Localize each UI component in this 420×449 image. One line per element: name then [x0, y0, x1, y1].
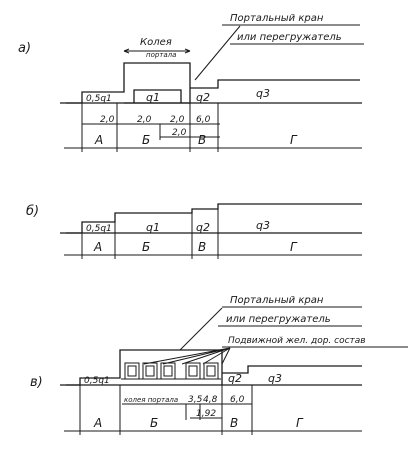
figure-a-gauge-line1: Колея: [140, 37, 172, 48]
figure-c-q0: 0,5q1: [84, 376, 110, 386]
figure-b-zone-v: В: [198, 240, 206, 254]
figure-c-dim-1: 3,5: [188, 395, 203, 405]
figure-a-dim-1: 2,0: [100, 115, 115, 125]
figure-c-gauge-label: колея портала: [124, 396, 178, 404]
wagon-icon: [124, 362, 140, 380]
figure-a-zone-a: А: [94, 133, 103, 147]
figure-b-zone-g: Г: [290, 240, 298, 254]
figure-b-q0: 0,5q1: [86, 224, 112, 234]
wagon-icon: [142, 362, 158, 380]
figure-b-zone-ticks: [81, 233, 219, 259]
figure-c-dim-4: 6,0: [230, 395, 245, 405]
figure-a-callout-line2: или перегружатель: [237, 32, 342, 43]
figure-b-zone-b: Б: [142, 240, 150, 254]
figure-c-wagons: [121, 362, 221, 380]
figure-c-zone-v: В: [230, 416, 238, 430]
wagon-window: [188, 365, 198, 377]
figure-c-zone-a: А: [93, 416, 102, 430]
figure-a-dim-4: 2,0: [172, 128, 187, 138]
figure-c-rear-load: [222, 365, 362, 374]
figure-c-callout-leader: [179, 307, 223, 351]
figure-a-letter: а): [18, 41, 31, 56]
figure-c-dim-2: 4,8: [203, 395, 218, 405]
figure-a-portal-frame: [66, 62, 191, 104]
figure-a-q0: 0,5q1: [86, 94, 112, 104]
figure-a-callout-leader: [194, 25, 241, 81]
figure-b-q2: q2: [196, 221, 210, 234]
figure-a: а) Портальный кран или перегружатель Кол…: [18, 13, 364, 152]
figure-a-zone-g: Г: [290, 133, 298, 147]
figure-a-gauge-arrows: [123, 48, 191, 54]
wagon-window: [127, 365, 137, 377]
figure-a-gauge-line2: портала: [146, 51, 176, 59]
figure-c-zone-b: Б: [150, 416, 158, 430]
figure-a-dim-2: 2,0: [137, 115, 152, 125]
figure-a-zone-v: В: [198, 133, 206, 147]
figure-b-letter: б): [26, 204, 39, 219]
figure-c-zone-g: Г: [296, 416, 304, 430]
figure-a-q1: q1: [146, 91, 160, 104]
figure-c-rolling-stock: Подвижной жел. дор. состав: [228, 336, 366, 346]
figure-c-callout-line2: или перегружатель: [226, 314, 331, 325]
wagon-window: [163, 365, 173, 377]
figure-c-callout-line1: Портальный кран: [230, 295, 324, 306]
figure-c-q3: q3: [268, 372, 282, 385]
figure-b-load-verticals: [81, 204, 219, 233]
figure-a-zone-b: Б: [142, 133, 150, 147]
figure-a-q2: q2: [196, 91, 210, 104]
wagon-icon: [203, 362, 219, 380]
figure-b-q3: q3: [256, 219, 270, 232]
figure-c: в) Портальный кран или перегружатель Под…: [30, 295, 408, 435]
figure-b-q1: q1: [146, 221, 160, 234]
wagon-window: [145, 365, 155, 377]
figure-c-rolling-stock-leaders: [143, 347, 231, 365]
figure-c-zone-ticks: [79, 385, 253, 435]
wagon-icon: [185, 362, 201, 380]
figure-a-callout-line1: Портальный кран: [230, 13, 324, 24]
figure-a-rear-load: [190, 79, 360, 89]
figure-a-q3: q3: [256, 87, 270, 100]
figure-a-dim-3: 2,0: [170, 115, 185, 125]
figure-b: б) 0,5q1 q1 q2 q3 А Б В Г: [26, 203, 362, 259]
figure-c-dim-3: 1,92: [196, 409, 216, 419]
figure-a-dim-5: 6,0: [196, 115, 211, 125]
figure-b-zone-a: А: [93, 240, 102, 254]
figure-c-letter: в): [30, 375, 43, 390]
figure-a-inner-load: [133, 89, 182, 103]
wagon-icon: [160, 362, 176, 380]
wagon-window: [206, 365, 216, 377]
figure-a-zone-ticks: [81, 103, 219, 152]
figure-c-q2: q2: [228, 372, 242, 385]
